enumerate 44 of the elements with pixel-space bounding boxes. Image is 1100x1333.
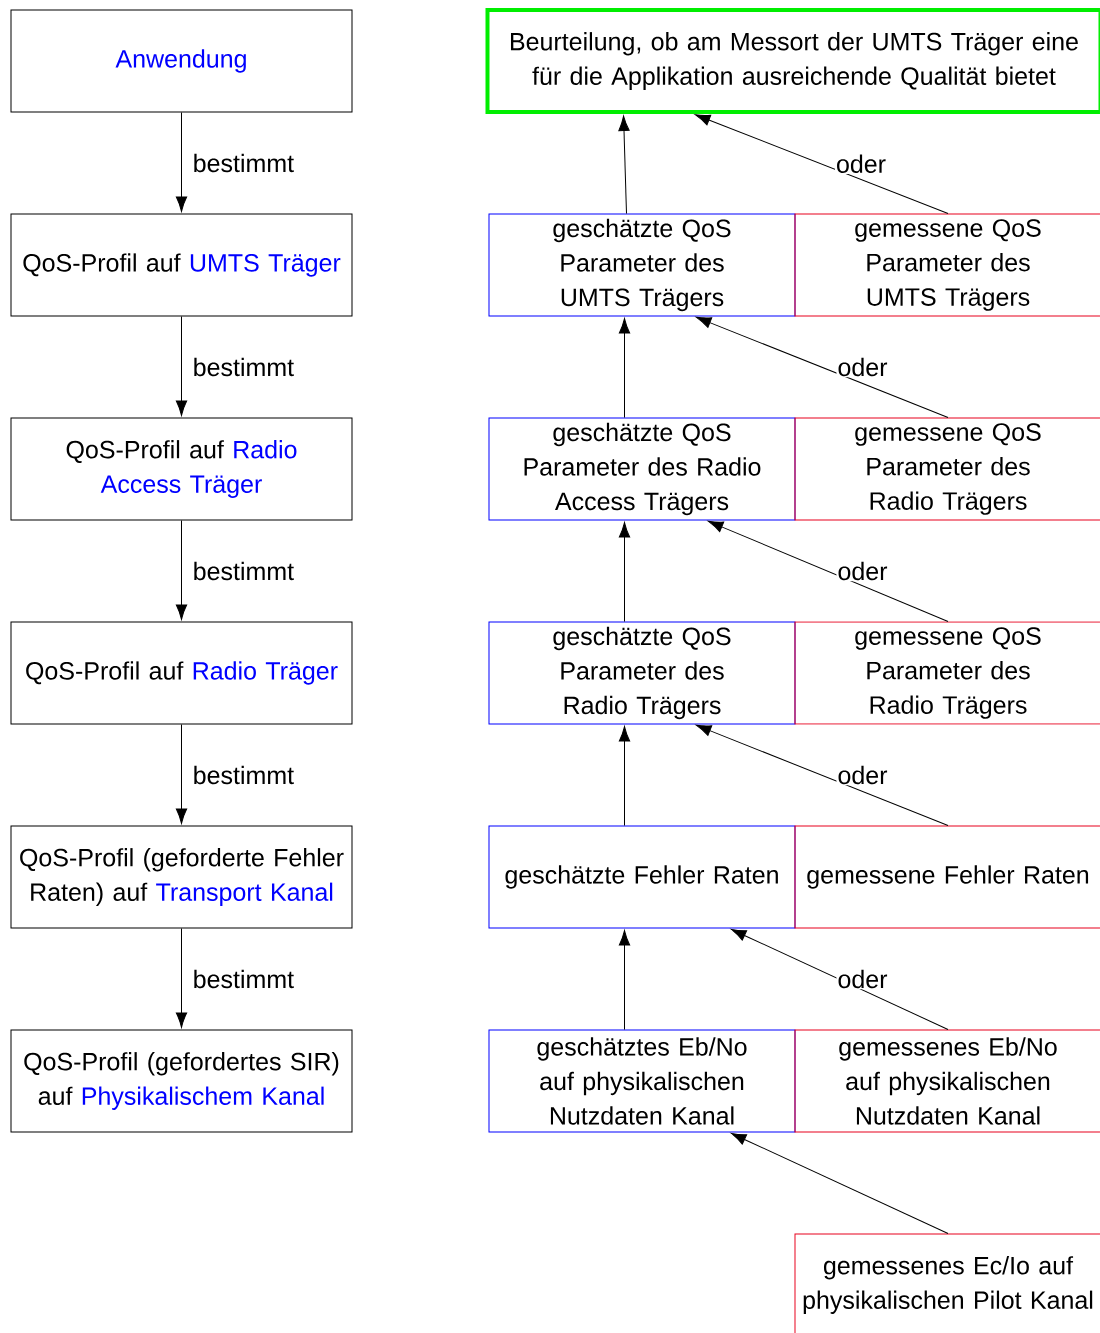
- arrow: [175, 112, 188, 212]
- profile-box: Anwendung: [10, 9, 353, 113]
- measurement-box: gemessene Fehler Raten: [794, 825, 1100, 929]
- estimate-box: geschätzte QoS Parameter des Radio Trägers: [488, 621, 796, 725]
- arrow: [731, 1132, 949, 1234]
- estimate-box: geschätztes Eb/No auf physikalischen Nutzdaten Kanal: [488, 1029, 796, 1133]
- measurement-box: gemessenes Eb/No auf physikalischen Nutzdaten Kanal: [794, 1029, 1100, 1133]
- measurement-box: gemessene QoS Parameter des Radio Trägers: [794, 621, 1100, 725]
- estimate-box: geschätzte QoS Parameter des Radio Access Trägers: [488, 417, 796, 521]
- arrow: [175, 520, 188, 620]
- arrow: [618, 726, 631, 826]
- arrow: [696, 724, 949, 826]
- measurement-box: gemessenes Ec/Io auf physikalischen Pilot Kanal: [794, 1233, 1100, 1333]
- measurement-box: gemessene QoS Parameter des UMTS Trägers: [794, 213, 1100, 317]
- edge-label: oder: [836, 356, 889, 378]
- estimate-box: geschätzte QoS Parameter des UMTS Trägers: [488, 213, 796, 317]
- profile-box: QoS-Profil (gefordertes SIR) auf Physikalischem Kanal: [10, 1029, 353, 1133]
- arrow: [618, 930, 631, 1030]
- arrow: [618, 318, 631, 418]
- edge-label: oder: [836, 764, 889, 786]
- arrow: [175, 928, 188, 1028]
- edge-label: bestimmt: [191, 356, 296, 378]
- arrow: [731, 928, 949, 1030]
- arrow: [696, 316, 949, 418]
- profile-box: QoS-Profil (geforderte Fehler Raten) auf Transport Kanal: [10, 825, 353, 929]
- profile-box: QoS-Profil auf Radio Access Träger: [10, 417, 353, 521]
- arrow: [695, 114, 949, 214]
- arrow: [618, 522, 631, 622]
- profile-box: QoS-Profil auf UMTS Träger: [10, 213, 353, 317]
- edge-label: bestimmt: [191, 764, 296, 786]
- edge-label: oder: [836, 968, 889, 990]
- estimate-box: geschätzte Fehler Raten: [488, 825, 796, 929]
- arrow: [175, 724, 188, 824]
- arrow: [175, 316, 188, 416]
- arrow: [618, 115, 630, 214]
- profile-box: QoS-Profil auf Radio Träger: [10, 621, 353, 725]
- edge-label: bestimmt: [191, 560, 296, 582]
- edge-label: oder: [836, 560, 889, 582]
- edge-label: oder: [835, 153, 887, 174]
- edge-label: bestimmt: [191, 968, 296, 990]
- arrow: [708, 520, 949, 622]
- edge-label: bestimmt: [191, 152, 296, 174]
- measurement-box: gemessene QoS Parameter des Radio Trägers: [794, 417, 1100, 521]
- assessment-box: Beurteilung, ob am Messort der UMTS Träger eine für die Applikation ausreichende Qualität bietet: [485, 8, 1100, 114]
